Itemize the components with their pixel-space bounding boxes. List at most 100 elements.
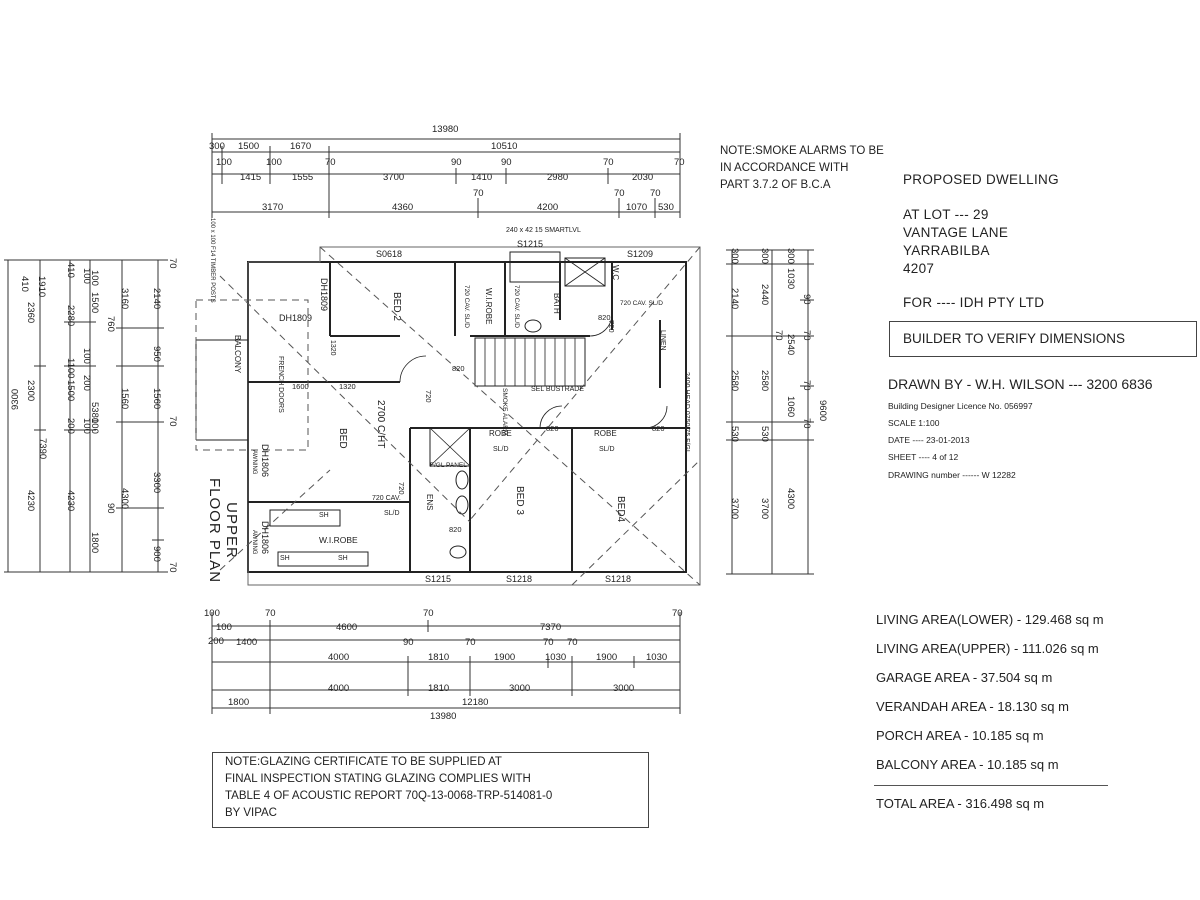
dim-right-c3: 4300	[785, 488, 796, 510]
area-item: LIVING AREA(UPPER) - 111.026 sq m	[876, 641, 1099, 656]
dim-top-small: 70	[473, 188, 484, 199]
window-code: DH1809	[279, 313, 313, 323]
dim-left-c5: 950	[151, 346, 162, 362]
dim-left-c5: 3300	[151, 472, 162, 494]
door-width: 820	[598, 313, 611, 322]
dim-right-c1: 530	[729, 426, 740, 442]
dim-top-r3: 530	[658, 202, 674, 213]
dim-left-c5: 70	[167, 416, 178, 427]
dim-right-c1: 3700	[729, 498, 740, 520]
dim-top-r1: 1670	[290, 141, 312, 152]
total-area: TOTAL AREA - 316.498 sq m	[876, 796, 1045, 811]
dim-left-c4: 4300	[119, 488, 130, 510]
smoke-alarm-label: SMOKE ALARM	[501, 388, 508, 436]
dim-left-c3: 1800	[89, 532, 100, 554]
dim-right-c2: 3700	[759, 498, 770, 520]
dim-bottom-small: 70	[672, 608, 683, 619]
dim-bottom-small: 70	[465, 637, 476, 648]
note-line: PART 3.7.2 OF B.C.A	[720, 179, 831, 191]
dim-right-c3: 2540	[785, 334, 796, 356]
dim-left-c3: 760	[105, 316, 116, 332]
dim-top-r2: 2980	[547, 172, 569, 183]
window-code: DH1809	[319, 278, 329, 312]
plan-title-line-2: FLOOR PLAN	[206, 478, 223, 584]
dim-bottom-r1: 4600	[336, 622, 358, 633]
shelf-label: SH	[338, 555, 348, 562]
dim-left-c3: 90	[105, 503, 116, 514]
dim-left-c2: 410	[65, 262, 76, 278]
room-bath: BATH	[552, 293, 561, 314]
dim-top-r1: 10510	[491, 141, 518, 152]
stair-balustrade-label: SEL BUSTRADE	[531, 386, 585, 393]
dim-top-small: 100	[216, 157, 232, 168]
dim-left-c2: 200	[65, 418, 76, 434]
project-postcode: 4207	[903, 261, 935, 276]
dim-left-c1: 7390	[37, 438, 48, 460]
project-street: VANTAGE LANE	[903, 225, 1009, 240]
dim-top-r2: 2030	[632, 172, 654, 183]
dim-top-r2: 3700	[383, 172, 405, 183]
dim-left-c3: 100	[89, 270, 100, 286]
drawing-number: DRAWING number ------ W 12282	[888, 470, 1016, 480]
sheet: SHEET ---- 4 of 12	[888, 452, 959, 462]
dim-left-c2: 1500	[65, 380, 76, 402]
door-width: 820	[546, 424, 559, 433]
dim-right-c2: 300	[759, 248, 770, 264]
room-wirobe-bottom: W.I.ROBE	[319, 535, 358, 545]
dim-left-c2: 200	[81, 375, 92, 391]
dim-bottom-r4: 1800	[228, 697, 250, 708]
french-doors-label: FRENCH DOORS	[277, 356, 284, 413]
dim-bottom-r3: 3000	[613, 683, 635, 694]
dim-left-c5: 1560	[151, 388, 162, 410]
cavity-door-2: 720 CAV. SL/D	[513, 285, 520, 328]
timber-posts-label: 100 x 100 F14 TIMBER POSTS	[209, 218, 215, 303]
dim-left-c1: 1910	[36, 276, 47, 298]
room-wc: W.C	[611, 265, 620, 281]
window-code: DH1806	[260, 521, 270, 555]
dim-bottom-small: 100	[216, 622, 232, 633]
dim-top-small: 90	[501, 157, 512, 168]
window-code: S1218	[506, 574, 533, 584]
dim-left-c2: 2280	[65, 305, 76, 327]
glazing-note-line: TABLE 4 OF ACOUSTIC REPORT 70Q-13-0068-T…	[225, 790, 553, 802]
dim-bottom-small: 100	[204, 608, 220, 619]
project-lot: AT LOT --- 29	[903, 207, 989, 222]
designer-licence: Building Designer Licence No. 056997	[888, 401, 1033, 411]
dim-right-overall: 9600	[817, 400, 828, 422]
door-width: 720	[607, 320, 616, 333]
dim-top-r2: 1555	[292, 172, 314, 183]
dim-left-c5: 2140	[151, 288, 162, 310]
window-code: DH1806	[260, 444, 270, 478]
dim-bottom-r3: 3000	[509, 683, 531, 694]
dim-left-c1: 410	[19, 276, 30, 292]
door-width: 820	[452, 364, 465, 373]
dim-top-r3: 4360	[392, 202, 414, 213]
room-bed4: BED4	[615, 496, 626, 523]
dim-left-c1: 4230	[25, 490, 36, 512]
dim-left-c2: 1100	[65, 358, 76, 379]
date: DATE ---- 23-01-2013	[888, 435, 970, 445]
area-item: VERANDAH AREA - 18.130 sq m	[876, 699, 1069, 714]
glass-head-label: 2400 HEAD 0750/75 F/GL	[683, 372, 690, 454]
note-line: IN ACCORDANCE WITH	[720, 162, 849, 174]
room-robe-2: ROBE	[594, 429, 617, 438]
door-width: 1320	[329, 340, 336, 356]
dim-top-small: 70	[614, 188, 625, 199]
dim-top-small: 70	[603, 157, 614, 168]
plan-title-line-1: UPPER	[223, 502, 240, 559]
dim-bottom-r4: 12180	[462, 697, 489, 708]
dim-top-small: 70	[325, 157, 336, 168]
dim-bottom-small: 70	[423, 608, 434, 619]
dim-bottom-r3: 1810	[428, 683, 450, 694]
dim-right-c2: 530	[759, 426, 770, 442]
dim-left-c5: 900	[151, 546, 162, 562]
dim-left-c1: 2360	[25, 302, 36, 324]
door-width: 820	[652, 424, 665, 433]
builder-note-box: BUILDER TO VERIFY DIMENSIONS	[889, 321, 1197, 357]
dim-top-small: 90	[451, 157, 462, 168]
door-width: 720	[397, 482, 406, 495]
awning-label-2: AWNING	[251, 530, 257, 555]
dim-bottom-overall: 13980	[430, 711, 457, 722]
dim-bottom-small: 200	[208, 636, 224, 647]
